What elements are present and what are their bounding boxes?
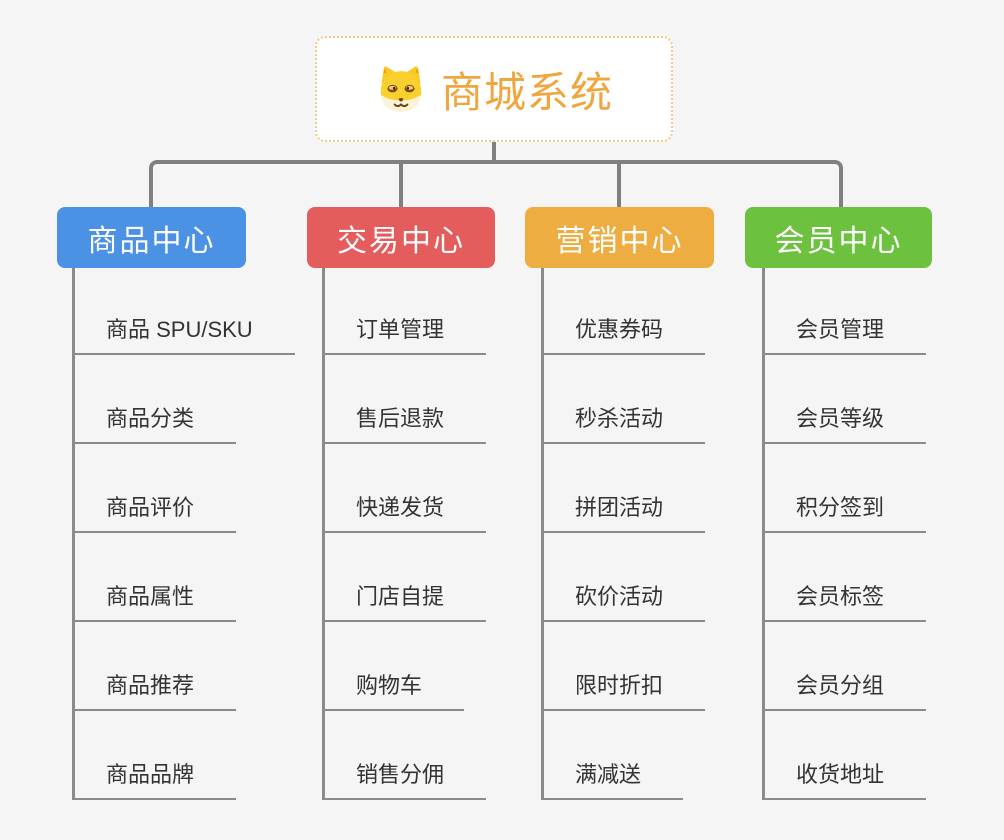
leaf-node[interactable]: 门店自提 (322, 580, 487, 622)
leaf-node[interactable]: 商品分类 (72, 402, 237, 444)
branch-title: 交易中心 (337, 224, 465, 258)
leaf-node[interactable]: 商品推荐 (72, 669, 237, 711)
leaf-node[interactable]: 订单管理 (322, 313, 487, 355)
leaf-node[interactable]: 会员分组 (762, 669, 927, 711)
leaf-node[interactable]: 限时折扣 (541, 669, 706, 711)
dog-icon (375, 63, 427, 115)
root-node[interactable]: 商城系统 (315, 36, 673, 142)
branch-title: 会员中心 (774, 224, 903, 258)
leaf-node[interactable]: 积分签到 (762, 491, 927, 533)
branch-title: 商品中心 (87, 224, 216, 258)
leaf-node[interactable]: 拼团活动 (541, 491, 706, 533)
leaf-node[interactable]: 购物车 (322, 669, 465, 711)
branch-node-product-center[interactable]: 商品中心 (57, 207, 246, 268)
connector-root-trunk (492, 141, 496, 161)
leaf-node[interactable]: 售后退款 (322, 402, 487, 444)
leaf-node[interactable]: 砍价活动 (541, 580, 706, 622)
branch-node-member-center[interactable]: 会员中心 (745, 207, 932, 268)
leaf-node[interactable]: 秒杀活动 (541, 402, 706, 444)
root-title: 商城系统 (440, 68, 613, 116)
branch-title: 营销中心 (555, 224, 684, 258)
leaf-node[interactable]: 商品品牌 (72, 758, 237, 800)
branch-trunk-trade (322, 268, 325, 800)
leaf-node[interactable]: 销售分佣 (322, 758, 487, 800)
leaf-node[interactable]: 快递发货 (322, 491, 487, 533)
leaf-node[interactable]: 会员管理 (762, 313, 927, 355)
leaf-node[interactable]: 满减送 (541, 758, 684, 800)
branch-node-marketing-center[interactable]: 营销中心 (525, 207, 714, 268)
connector-stub-marketing (617, 160, 621, 207)
branch-node-trade-center[interactable]: 交易中心 (307, 207, 495, 268)
leaf-node[interactable]: 商品 SPU/SKU (72, 313, 295, 355)
leaf-node[interactable]: 商品评价 (72, 491, 237, 533)
leaf-node[interactable]: 会员标签 (762, 580, 927, 622)
branch-trunk-product (72, 268, 75, 800)
connector-stub-trade (399, 160, 403, 207)
branch-trunk-marketing (541, 268, 544, 800)
branch-trunk-member (762, 268, 765, 800)
leaf-node[interactable]: 会员等级 (762, 402, 927, 444)
leaf-node[interactable]: 收货地址 (762, 758, 927, 800)
leaf-node[interactable]: 优惠券码 (541, 313, 706, 355)
connector-bus (149, 160, 843, 207)
leaf-node[interactable]: 商品属性 (72, 580, 237, 622)
